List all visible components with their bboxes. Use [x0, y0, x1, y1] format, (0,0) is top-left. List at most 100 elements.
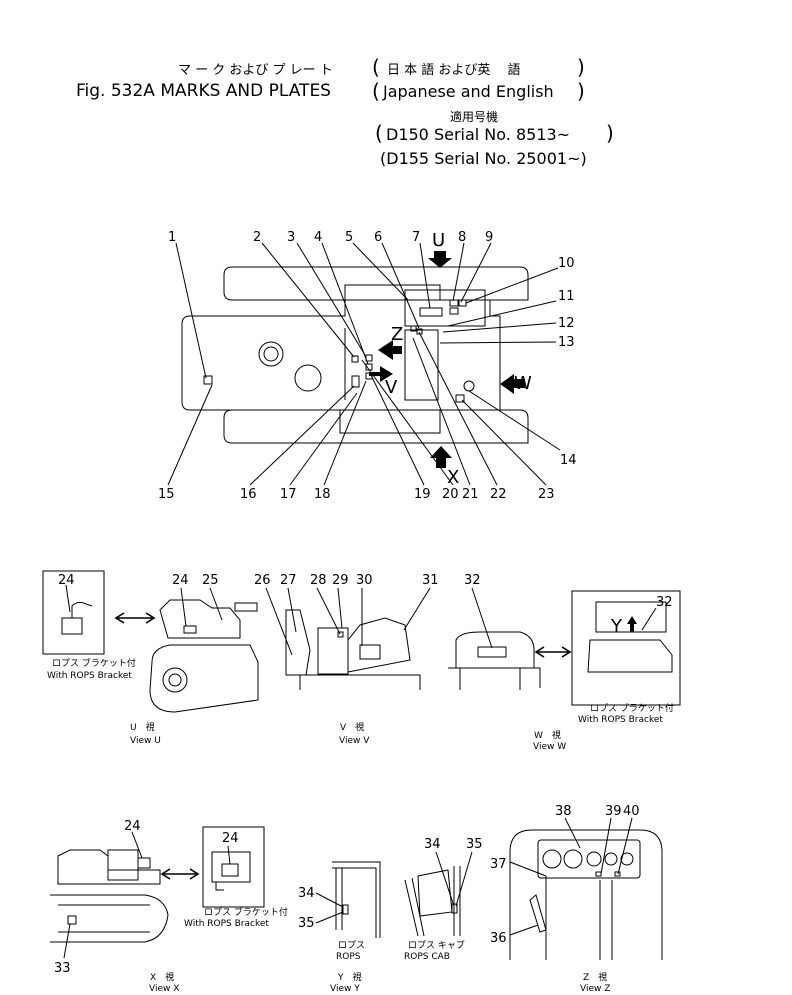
upper-track — [223, 266, 529, 301]
callout-19: 19 — [414, 487, 431, 502]
inset-plate-24-x — [221, 863, 239, 877]
z-plate-39 — [595, 871, 602, 877]
z-gauge-2 — [563, 849, 583, 869]
lower-track — [223, 409, 529, 444]
label-jp-v: V 視 — [340, 721, 364, 733]
fuel-cap — [294, 364, 322, 392]
label-jp-u: U 視 — [130, 721, 155, 733]
callout-3: 3 — [287, 230, 295, 245]
double-arrow-u — [114, 612, 156, 624]
callout-8: 8 — [458, 230, 466, 245]
inset-plate-24 — [61, 617, 83, 635]
radiator-cap-inner — [263, 346, 279, 362]
callout-27: 27 — [280, 573, 297, 588]
dashboard-area — [404, 289, 486, 327]
plate-9 — [449, 307, 459, 315]
callout-15: 15 — [158, 487, 175, 502]
arrow-z — [378, 340, 402, 360]
u-idler-hub — [168, 673, 182, 687]
view-letter-y: Y — [610, 616, 623, 637]
y-rops-post — [335, 868, 343, 930]
callout-13: 13 — [558, 335, 575, 350]
z-gauge-3 — [586, 851, 602, 867]
callout-38: 38 — [555, 804, 572, 819]
close-paren-3: ) — [606, 121, 614, 145]
view-z: 38 39 40 37 36 Z 視 View Z — [490, 804, 663, 994]
callout-30: 30 — [356, 573, 373, 588]
serial-line-2: (D155 Serial No. 25001~) — [380, 149, 587, 168]
x-body — [57, 849, 161, 885]
u-rail — [234, 602, 258, 612]
callout-32-inset: 32 — [656, 595, 673, 610]
callout-21: 21 — [462, 487, 479, 502]
inset-bracket — [71, 601, 93, 618]
callout-28: 28 — [310, 573, 327, 588]
callout-12: 12 — [558, 316, 575, 331]
cab-window — [417, 869, 453, 917]
callout-2: 2 — [253, 230, 261, 245]
view-v: 26 27 28 29 30 31 V 視 View V — [254, 573, 439, 746]
label-jp-y: ロプス — [338, 940, 365, 951]
machine-body — [181, 284, 501, 434]
callout-7: 7 — [412, 230, 420, 245]
view-letter-z: Z — [391, 324, 403, 345]
z-gauge-panel — [537, 839, 641, 879]
callout-24-x-inset: 24 — [222, 831, 239, 846]
z-cab-outline — [509, 829, 663, 960]
callout-23: 23 — [538, 487, 555, 502]
callout-33: 33 — [54, 961, 71, 976]
inset-box-u — [42, 570, 105, 655]
callout-39: 39 — [605, 804, 622, 819]
callout-24-u: 24 — [172, 573, 189, 588]
u-plate-24 — [183, 625, 197, 634]
callout-35-y: 35 — [298, 916, 315, 931]
callout-29: 29 — [332, 573, 349, 588]
open-paren-2: ( — [372, 79, 380, 103]
z-gauge-4 — [604, 852, 618, 866]
fuel-gauge — [463, 380, 475, 392]
view-rops-cab: 34 35 ロプス キャブ ROPS CAB — [404, 837, 483, 962]
v-plate-30 — [359, 644, 381, 660]
arrow-x — [430, 446, 452, 468]
main-leaders — [167, 242, 561, 486]
inset-engine — [587, 639, 673, 673]
callout-36: 36 — [490, 931, 507, 946]
japanese-serial-label: 適用号機 — [450, 109, 498, 124]
plate-2 — [351, 355, 359, 363]
y-plate — [342, 904, 349, 915]
plate-16 — [351, 375, 360, 388]
callout-37: 37 — [490, 857, 507, 872]
language-note: Japanese and English — [382, 82, 554, 101]
cab-rear-post — [453, 866, 461, 936]
x-track — [50, 894, 169, 943]
callout-6: 6 — [374, 230, 382, 245]
close-paren-2: ) — [577, 79, 585, 103]
view-letter-u: U — [432, 230, 445, 251]
u-idler — [162, 667, 188, 693]
view-letter-x: X — [447, 467, 459, 488]
callout-24-inset: 24 — [58, 573, 75, 588]
label-jp-x: X 視 — [150, 971, 174, 983]
label-view-u: View U — [130, 736, 161, 746]
label-rops-y: ROPS — [336, 952, 361, 962]
view-x: 24 33 24 ロプス ブラケット付 With ROPS Bracket X … — [50, 819, 288, 994]
label2-jp-y: Y 視 — [337, 971, 362, 983]
inset-box-x — [202, 826, 265, 908]
arrow-v — [369, 366, 393, 382]
v-rops-post — [285, 609, 311, 676]
plate-1 — [203, 375, 213, 385]
inset-caption-jp-w: ロプス ブラケット付 — [590, 702, 674, 714]
arrow-u — [428, 251, 452, 268]
callout-22: 22 — [490, 487, 507, 502]
x-plate-33 — [67, 915, 77, 925]
plate-8 — [449, 299, 459, 307]
plate-9b — [458, 299, 467, 307]
double-arrow-w — [534, 646, 572, 658]
main-callouts: 1 2 3 4 5 6 7 8 9 10 11 12 13 14 15 16 1… — [158, 230, 577, 502]
view-letter-w: W — [514, 373, 532, 394]
callout-34-cab: 34 — [424, 837, 441, 852]
view-u: 24 ロプス ブラケット付 With ROPS Bracket 24 25 U … — [42, 570, 259, 746]
callout-32-w: 32 — [464, 573, 481, 588]
callout-17: 17 — [280, 487, 297, 502]
callout-40: 40 — [623, 804, 640, 819]
